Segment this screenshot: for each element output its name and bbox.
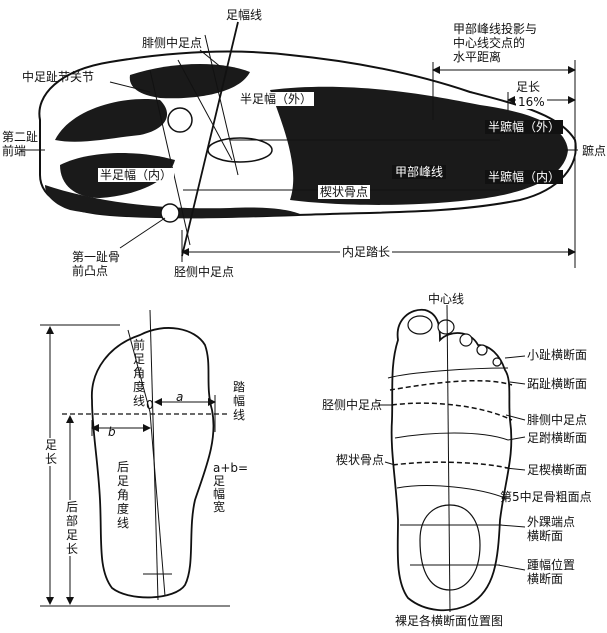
heel-section-label: 踵幅位置 横断面 (527, 558, 576, 586)
fibular-mid-point-label-2: 腓侧中足点 (527, 413, 588, 427)
origin-zero-label: 0 (146, 398, 154, 412)
center-line-label: 中心线 (428, 292, 465, 306)
section-diagram-caption: 裸足各横断面位置图 (395, 614, 504, 628)
tibial-mid-point-label-2: 胫侧中足点 (322, 398, 383, 412)
cross-section-view (378, 304, 526, 613)
tibial-mid-point-label: 胫侧中足点 (174, 265, 235, 279)
toe-section-label: 跖趾横断面 (527, 377, 588, 391)
fifth-metatarsal-point-label: 第5中足骨粗面点 (500, 490, 592, 504)
half-ball-outer-label: 半蹠幅（外） (485, 120, 564, 134)
projection-distance-label: 甲部峰线投影与 中心线交点的 水平距离 (453, 22, 538, 64)
wedge-section-label: 足楔横断面 (527, 463, 588, 477)
half-width-inner-label: 半足幅（内） (98, 168, 175, 182)
inner-tread-length-label: 内足踏长 (340, 245, 393, 259)
cuneiform-point-label-2: 楔状骨点 (336, 453, 385, 467)
footprint-outline-view (40, 309, 230, 607)
instep-section-label: 足跗横断面 (527, 431, 588, 445)
rearfoot-angle-line-label: 后足角度线 (117, 460, 130, 530)
forefoot-angle-line-label: 前足角度线 (133, 338, 146, 408)
foot-shading-bottom (45, 185, 300, 219)
little-toe-section-label: 小趾横断面 (527, 348, 588, 362)
nail-ridge-line-label: 甲部峰线 (392, 165, 447, 179)
half-ball-inner-label: 半蹠幅（内） (485, 170, 564, 184)
foot-width-line-label: 足幅线 (226, 8, 263, 22)
foot-length-percent: 16% (516, 95, 547, 109)
foot-width-line (181, 21, 239, 257)
cuneiform-point-label: 楔状骨点 (318, 185, 371, 199)
foot-length-vertical-label: 足长 (43, 438, 61, 466)
toe-point-label: 蹠点 (582, 144, 607, 158)
fibular-mid-point-label: 腓侧中足点 (142, 36, 203, 50)
dimension-b-label: b (108, 425, 116, 439)
center-line (446, 304, 451, 613)
first-toe-bump-label: 第一趾骨 前凸点 (72, 250, 121, 278)
footprint-outline (91, 327, 215, 599)
tread-width-line-label: 踏幅线 (233, 380, 246, 422)
dimension-a-label: a (176, 390, 184, 404)
width-formula-label: a+b=足幅宽 (213, 461, 249, 514)
ankle-section-label: 外踝端点 横断面 (527, 515, 576, 543)
foot-length-label: 足长 (514, 80, 543, 94)
half-width-outer-label: 半足幅（外） (238, 92, 315, 106)
rear-foot-length-label: 后部足长 (64, 500, 82, 556)
foot-shading-toes (55, 99, 168, 142)
second-toe-tip-label: 第二趾 前端 (2, 130, 39, 158)
mid-toe-joint-label: 中足趾节关节 (22, 70, 95, 84)
